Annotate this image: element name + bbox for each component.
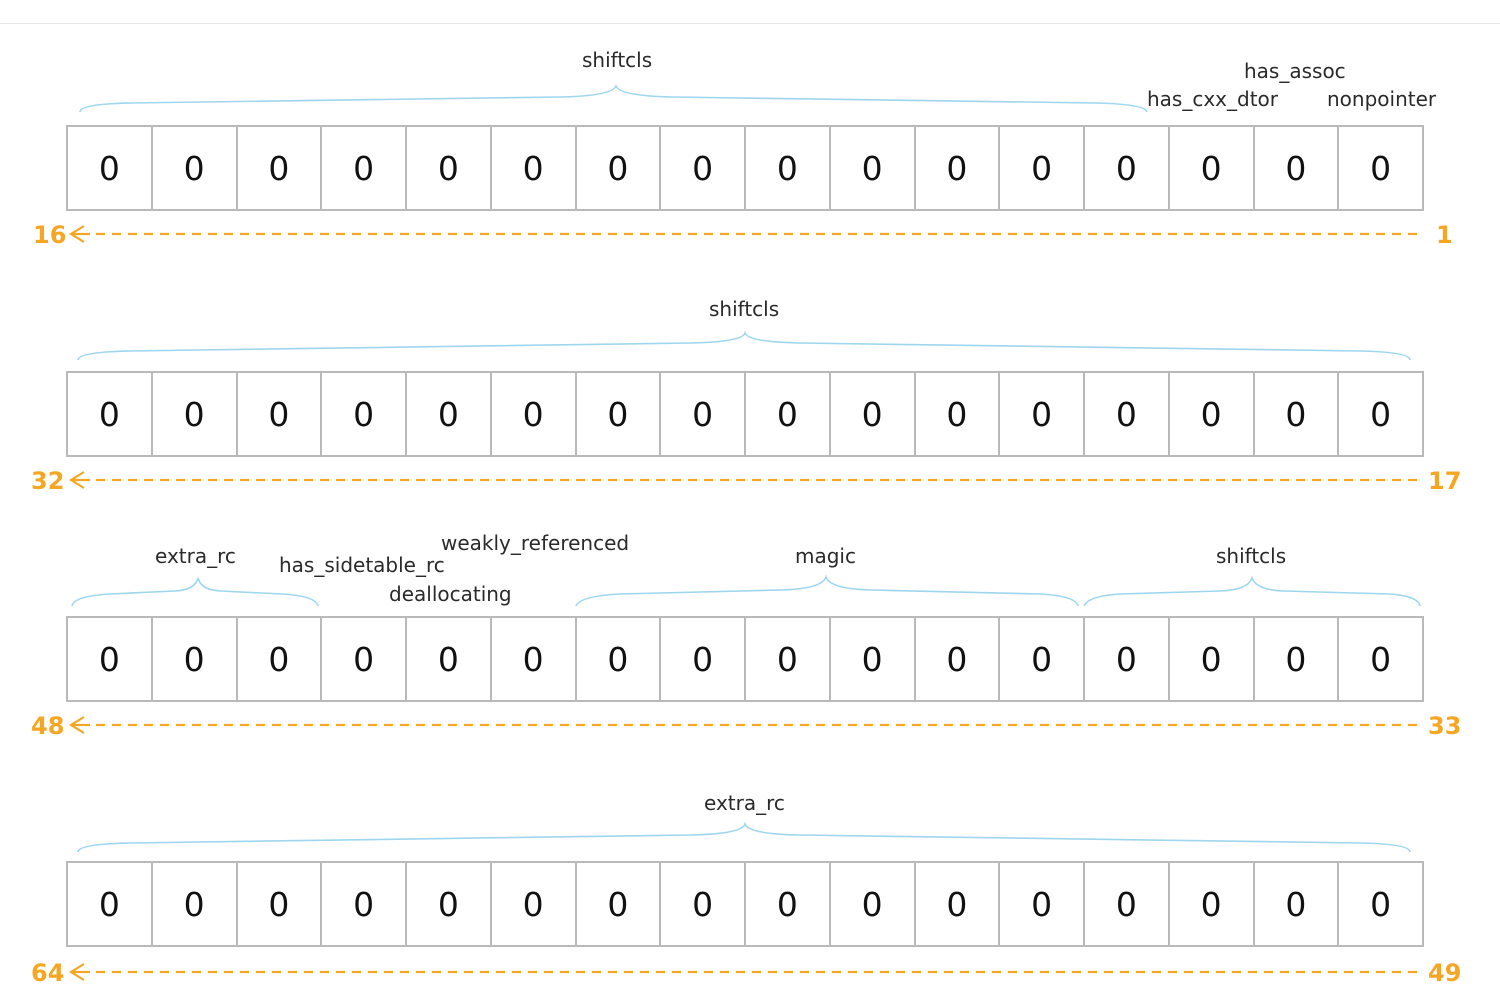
bit-cell: 0	[492, 373, 577, 455]
bit-cell: 0	[492, 863, 577, 945]
bit-cell: 0	[1170, 618, 1255, 700]
bit-cell: 0	[238, 863, 323, 945]
field-label-shiftcls: shiftcls	[1216, 544, 1287, 568]
bit-cell: 0	[746, 373, 831, 455]
bit-cell: 0	[916, 127, 1001, 209]
bit-cell: 0	[1085, 373, 1170, 455]
bit-index-right: 1	[1436, 221, 1453, 249]
bit-cell: 0	[1170, 863, 1255, 945]
bit-cell: 0	[1255, 373, 1340, 455]
bit-cell: 0	[916, 373, 1001, 455]
brace-shiftcls-row2	[77, 330, 1411, 361]
field-label-shiftcls: shiftcls	[709, 297, 780, 321]
bit-range-arrow-row2	[68, 471, 1418, 489]
bit-cell: 0	[746, 127, 831, 209]
bit-cell: 0	[1370, 148, 1392, 188]
bit-cell: 0	[831, 373, 916, 455]
bit-index-left: 32	[31, 467, 65, 495]
bit-cell: 0	[407, 127, 492, 209]
bit-cell: 0	[153, 127, 238, 209]
bit-cell: 0	[661, 373, 746, 455]
bit-cell: 0	[661, 863, 746, 945]
bit-cell: 0	[1170, 373, 1255, 455]
field-label-has-cxx-dtor: has_cxx_dtor	[1147, 87, 1279, 111]
field-label-shiftcls: shiftcls	[582, 48, 653, 72]
brace-magic-row3	[575, 574, 1079, 607]
bit-cell: 0	[407, 863, 492, 945]
bit-cell: 0	[577, 863, 662, 945]
bit-cell: 0	[322, 127, 407, 209]
bit-index-right: 17	[1428, 467, 1462, 495]
bit-row-2: 0 0 0 0 0 0 0 0 0 0 0 0 0 0 0 0	[66, 371, 1424, 457]
bit-cell: 0	[661, 618, 746, 700]
brace-shiftcls-row1	[79, 83, 1148, 113]
bit-cell: 0	[1370, 639, 1392, 679]
bit-range-arrow-row3	[68, 716, 1418, 734]
bit-index-left: 64	[31, 959, 65, 987]
bit-range-arrow-row4	[68, 963, 1418, 981]
bit-cell: 0	[153, 373, 238, 455]
bit-cell: 0	[661, 127, 746, 209]
bit-cell: 0	[746, 863, 831, 945]
bit-cell: 0	[577, 373, 662, 455]
bit-cell: 0	[1370, 884, 1392, 924]
bit-row-3: 0 0 0 0 0 0 0 0 0 0 0 0 0 0 0 0	[66, 616, 1424, 702]
bit-row-1: 0 0 0 0 0 0 0 0 0 0 0 0 0 0 0 0	[66, 125, 1424, 211]
bit-cell: 0	[407, 618, 492, 700]
field-label-has-sidetable-rc: has_sidetable_rc	[279, 553, 445, 577]
bit-cell: 0	[1000, 373, 1085, 455]
bit-cell: 0	[407, 373, 492, 455]
bit-cell: 0	[577, 618, 662, 700]
field-label-extra-rc: extra_rc	[155, 544, 236, 568]
field-label-has-assoc: has_assoc	[1244, 59, 1346, 83]
bit-cell: 0	[1370, 394, 1392, 434]
bit-cell: 0	[68, 618, 153, 700]
brace-extra_rc-row3	[71, 577, 319, 607]
bit-cell: 0	[68, 373, 153, 455]
field-label-magic: magic	[795, 544, 856, 568]
bit-cell: 0	[831, 127, 916, 209]
field-label-weakly-referenced: weakly_referenced	[441, 531, 630, 555]
field-label-nonpointer: nonpointer	[1327, 87, 1437, 111]
top-divider	[0, 23, 1500, 24]
bit-cell: 0	[1255, 127, 1340, 209]
bit-cell: 0	[831, 618, 916, 700]
bit-cell: 0	[68, 127, 153, 209]
bit-cell: 0	[1000, 618, 1085, 700]
bit-cell: 0	[238, 618, 323, 700]
bit-cell: 0	[322, 863, 407, 945]
bit-cell: 0	[1085, 127, 1170, 209]
bit-cell: 0	[831, 863, 916, 945]
bit-index-right: 33	[1428, 712, 1462, 740]
bit-cell: 0	[916, 863, 1001, 945]
bit-index-right: 49	[1428, 959, 1462, 987]
brace-extra_rc-row4	[77, 821, 1411, 853]
bit-cell: 0	[1170, 127, 1255, 209]
bit-cell: 0	[238, 373, 323, 455]
bit-cell: 0	[492, 618, 577, 700]
field-label-extra-rc: extra_rc	[704, 791, 785, 815]
bit-cell: 0	[1085, 863, 1170, 945]
bit-row-4: 0 0 0 0 0 0 0 0 0 0 0 0 0 0 0 0	[66, 861, 1424, 947]
bit-cell: 0	[1000, 863, 1085, 945]
bit-cell: 0	[238, 127, 323, 209]
bit-cell: 0	[746, 618, 831, 700]
bit-cell: 0	[577, 127, 662, 209]
brace-shiftcls-row3	[1083, 575, 1421, 607]
field-label-deallocating: deallocating	[389, 582, 512, 606]
bit-range-arrow-row1	[68, 225, 1418, 243]
bit-cell: 0	[322, 373, 407, 455]
bit-cell: 0	[1000, 127, 1085, 209]
bit-cell: 0	[916, 618, 1001, 700]
bit-cell: 0	[68, 863, 153, 945]
bit-cell: 0	[492, 127, 577, 209]
bit-index-left: 48	[31, 712, 65, 740]
bit-cell: 0	[153, 618, 238, 700]
bit-cell: 0	[322, 618, 407, 700]
bit-index-left: 16	[33, 221, 67, 249]
bit-cell: 0	[1085, 618, 1170, 700]
bit-cell: 0	[153, 863, 238, 945]
bit-cell: 0	[1255, 618, 1340, 700]
bit-cell: 0	[1255, 863, 1340, 945]
